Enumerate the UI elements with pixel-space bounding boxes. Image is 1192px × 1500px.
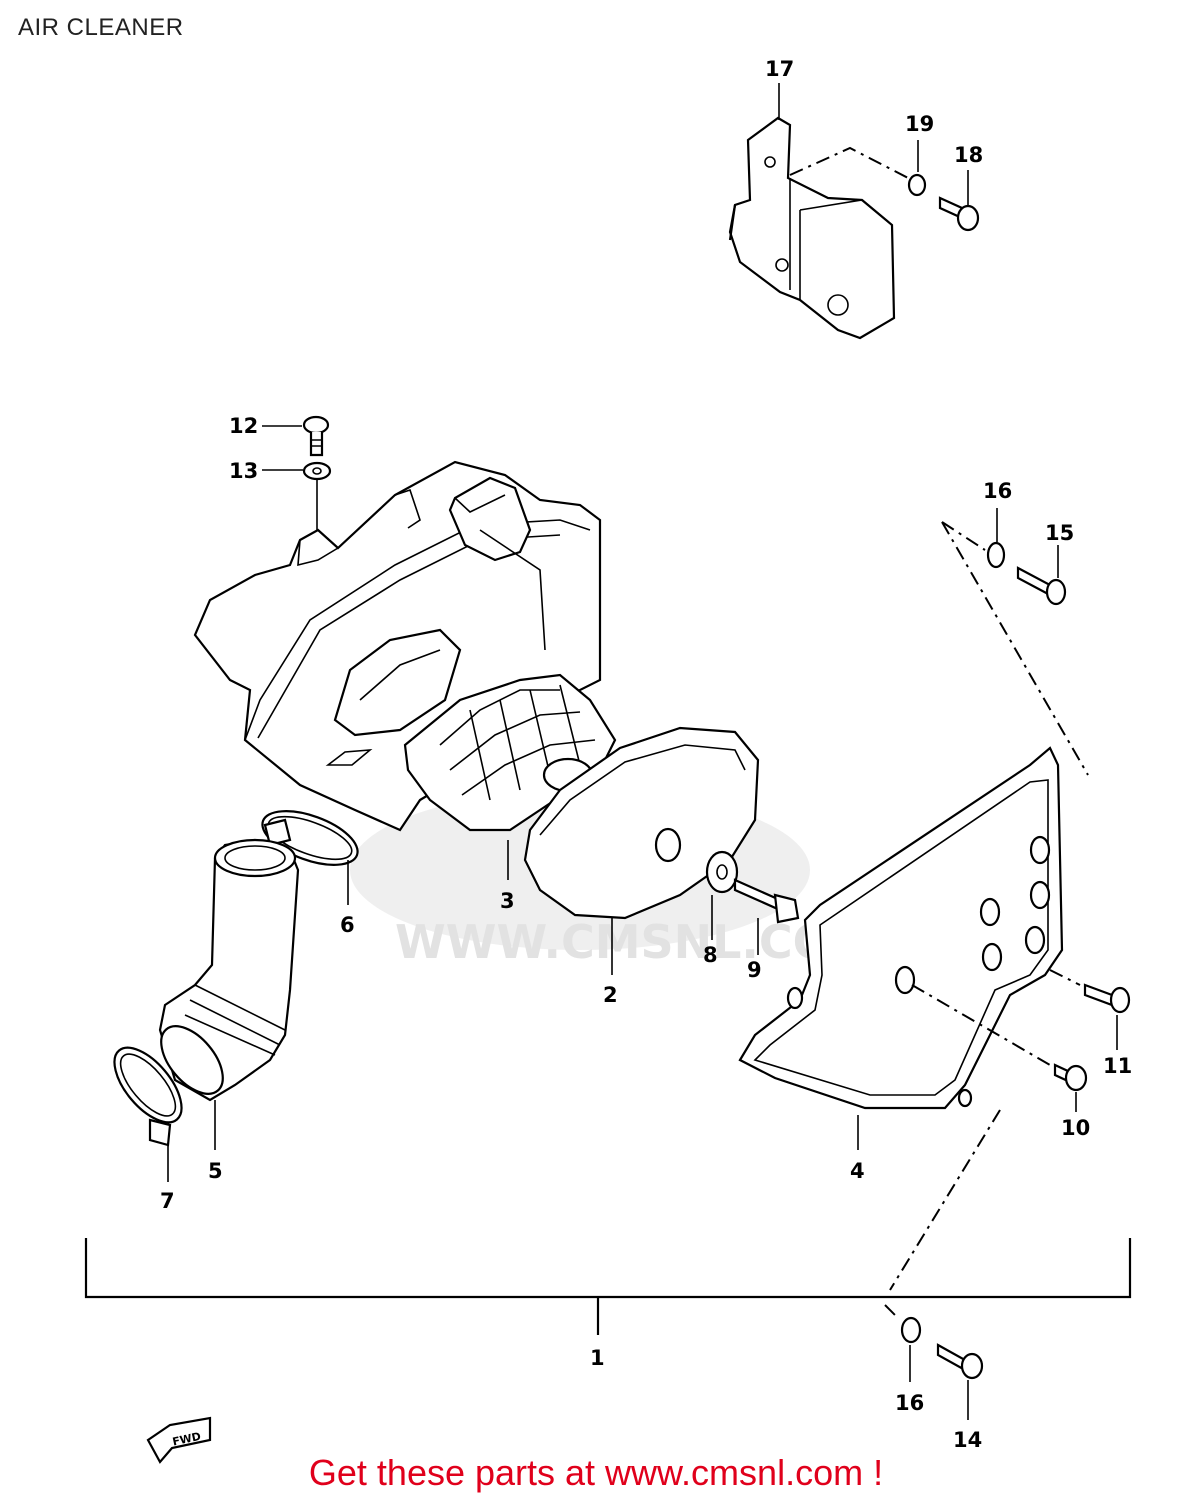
part-11-screw [1083, 983, 1131, 1014]
callout-19: 19 [905, 112, 934, 136]
callout-3: 3 [500, 889, 515, 913]
part-17-cover [728, 116, 896, 340]
callout-2: 2 [603, 983, 618, 1007]
callout-14: 14 [953, 1428, 982, 1452]
page-title: AIR CLEANER [18, 14, 184, 41]
part-12-bolt [302, 415, 330, 457]
part-9-bolt [733, 878, 800, 924]
callout-9: 9 [747, 958, 762, 982]
callout-16-top: 16 [983, 479, 1012, 503]
fwd-label: FWD [171, 1430, 202, 1449]
callout-6: 6 [340, 913, 355, 937]
part-16-washer-top [986, 541, 1006, 569]
callout-17: 17 [765, 57, 794, 81]
callout-16-bottom: 16 [895, 1391, 924, 1415]
callout-11: 11 [1103, 1054, 1132, 1078]
part-4-cover-plate [738, 746, 1064, 1110]
callout-4: 4 [850, 1159, 865, 1183]
callout-8: 8 [703, 943, 718, 967]
assembly-bracket [84, 1238, 1132, 1335]
footer-link[interactable]: Get these parts at www.cmsnl.com ! [308, 1452, 884, 1493]
part-5-intake-hose [158, 838, 300, 1102]
callout-5: 5 [208, 1159, 223, 1183]
part-7-clamp [113, 1046, 183, 1147]
callout-1: 1 [590, 1346, 605, 1370]
callout-12: 12 [229, 414, 258, 438]
part-15-screw [1016, 566, 1067, 606]
part-2-filter-element [523, 726, 760, 920]
part-13-washer [302, 461, 332, 481]
fwd-arrow-icon: FWD [146, 1416, 212, 1464]
callout-18: 18 [954, 143, 983, 167]
part-19-washer [907, 173, 927, 197]
part-16-washer-bottom [900, 1316, 922, 1344]
callout-13: 13 [229, 459, 258, 483]
callout-10: 10 [1061, 1116, 1090, 1140]
callout-7: 7 [160, 1189, 175, 1213]
part-6-clamp [261, 810, 359, 866]
callout-15: 15 [1045, 521, 1074, 545]
part-10-screw [1053, 1063, 1088, 1092]
watermark-text: WWW.CMSNL.COM [395, 915, 878, 969]
part-14-screw [936, 1343, 984, 1380]
part-18-screw [938, 196, 980, 232]
part-8-grommet [705, 850, 739, 894]
